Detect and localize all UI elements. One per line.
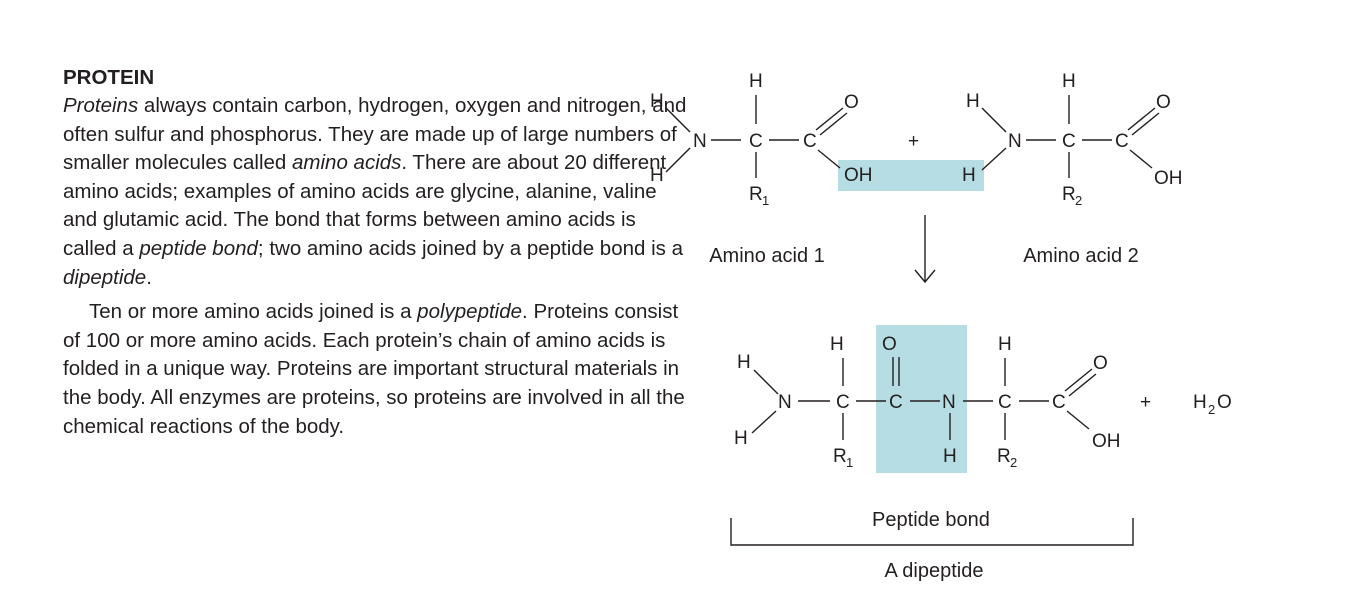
dipeptide-structure: H H N H C R 1 O C N H H C R 2 C O OH [734, 334, 1121, 470]
paragraph-2: Ten or more amino acids joined is a poly… [63, 298, 688, 441]
italic-term: Proteins [63, 94, 139, 117]
bond [817, 149, 841, 169]
atom-h: H [962, 165, 976, 186]
water-h: H [1193, 392, 1207, 413]
r-subscript: 2 [1075, 193, 1082, 208]
atom-c: C [836, 392, 850, 413]
bond [981, 147, 1007, 171]
text-run: . [146, 265, 152, 289]
atom-oh: OH [1092, 431, 1121, 452]
label-dipeptide: A dipeptide [885, 560, 984, 582]
italic-term: dipeptide [63, 265, 147, 289]
atom-n: N [942, 392, 956, 413]
paragraph-1: Proteins always contain carbon, hydrogen… [63, 92, 688, 292]
atom-h: H [1062, 71, 1076, 92]
atom-c: C [1062, 131, 1076, 152]
atom-r: R [749, 184, 763, 205]
italic-term: polypeptide [417, 300, 523, 324]
italic-term: amino acids [292, 151, 402, 175]
atom-h: H [734, 428, 748, 449]
double-bond [1064, 368, 1093, 392]
atom-c: C [1115, 131, 1129, 152]
atom-h: H [737, 352, 751, 373]
atom-r: R [997, 446, 1011, 467]
text-run: ; two amino acids joined by a peptide bo… [257, 236, 683, 260]
atom-c: C [1052, 392, 1066, 413]
r-subscript: 1 [762, 193, 769, 208]
bond [1066, 410, 1090, 430]
atom-r: R [833, 446, 847, 467]
italic-term: peptide bond [139, 236, 258, 260]
water-o: O [1217, 392, 1232, 413]
atom-oh: OH [844, 165, 873, 186]
atom-n: N [693, 131, 707, 152]
dipeptide-bracket [730, 518, 1134, 546]
atom-c: C [998, 392, 1012, 413]
atom-h: H [650, 165, 664, 186]
double-bond [1068, 373, 1097, 397]
plus-sign: + [908, 131, 919, 152]
bond [981, 107, 1007, 133]
atom-c: C [749, 131, 763, 152]
r-subscript: 1 [846, 455, 853, 470]
atom-n: N [778, 392, 792, 413]
bond [665, 147, 691, 173]
double-bond [1131, 112, 1160, 136]
atom-o: O [844, 92, 859, 113]
atom-c: C [889, 392, 903, 413]
double-bond [815, 107, 844, 131]
amino-acid-2-structure: H H N H C R 2 C O OH [962, 71, 1183, 208]
text-column: PROTEIN Proteins always contain carbon, … [63, 64, 688, 441]
label-amino-acid-2: Amino acid 2 [1023, 245, 1139, 267]
text-run: . Proteins consist of 100 or more amino … [63, 300, 685, 438]
water-subscript: 2 [1208, 402, 1215, 417]
atom-o: O [882, 334, 897, 355]
atom-r: R [1062, 184, 1076, 205]
bond [753, 369, 779, 395]
peptide-bond-highlight [876, 325, 967, 473]
atom-o: O [1156, 92, 1171, 113]
atom-h: H [966, 91, 980, 112]
text-run: Ten or more amino acids joined is a [89, 300, 418, 324]
water-formula: H 2 O [1193, 392, 1232, 417]
r-subscript: 2 [1010, 455, 1017, 470]
amino-acid-1-structure: H H N H C R 1 C O OH [650, 71, 873, 208]
atom-h: H [998, 334, 1012, 355]
label-peptide-bond: Peptide bond [872, 509, 990, 531]
atom-oh: OH [1154, 168, 1183, 189]
double-bond [819, 112, 848, 136]
text-run: always contain carbon, hydrogen, oxygen … [63, 94, 687, 175]
bond [751, 410, 777, 434]
atom-h: H [749, 71, 763, 92]
bond [665, 107, 691, 133]
label-amino-acid-1: Amino acid 1 [709, 245, 825, 267]
condensation-highlight [838, 160, 984, 191]
atom-c: C [803, 131, 817, 152]
atom-h: H [650, 91, 664, 112]
plus-sign: + [1140, 392, 1151, 413]
down-arrow-icon [914, 215, 936, 284]
atom-h: H [830, 334, 844, 355]
atom-h: H [943, 446, 957, 467]
atom-n: N [1008, 131, 1022, 152]
atom-o: O [1093, 353, 1108, 374]
double-bond [1127, 107, 1156, 131]
section-heading: PROTEIN [63, 66, 155, 89]
text-run: . There are about 20 different amino aci… [63, 151, 667, 260]
bond [1129, 149, 1153, 169]
